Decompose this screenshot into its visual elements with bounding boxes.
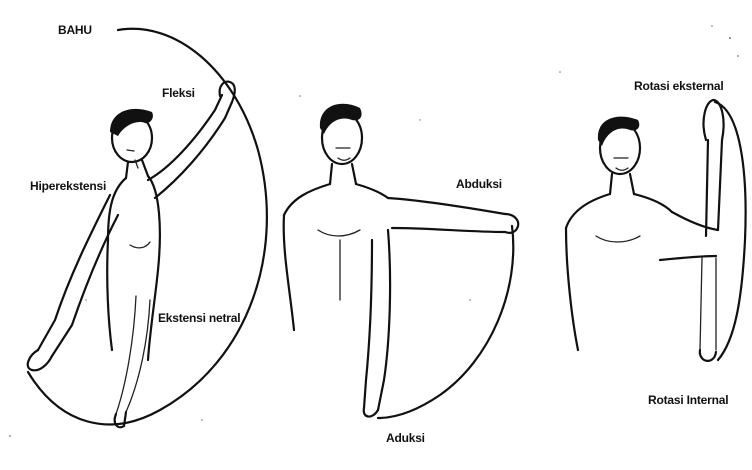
scan-noise: [9, 25, 739, 437]
label-bahu: BAHU: [58, 23, 92, 37]
label-abduksi: Abduksi: [456, 177, 502, 191]
label-ekstensi-netral: Ekstensi netral: [158, 311, 240, 325]
label-rotasi-eksternal: Rotasi eksternal: [634, 79, 724, 93]
label-fleksi: Fleksi: [162, 86, 195, 100]
abduction-arc: [378, 226, 513, 418]
rotation-arc: [715, 102, 746, 360]
label-hiperekstensi: Hiperekstensi: [30, 179, 106, 193]
flexion-arc: [28, 29, 267, 425]
label-aduksi: Aduksi: [386, 431, 425, 445]
figure-rotation: [566, 100, 746, 361]
figure-flexion-extension: [28, 29, 267, 428]
label-rotasi-internal: Rotasi Internal: [648, 393, 728, 407]
figure-abduction-adduction: [284, 104, 519, 418]
